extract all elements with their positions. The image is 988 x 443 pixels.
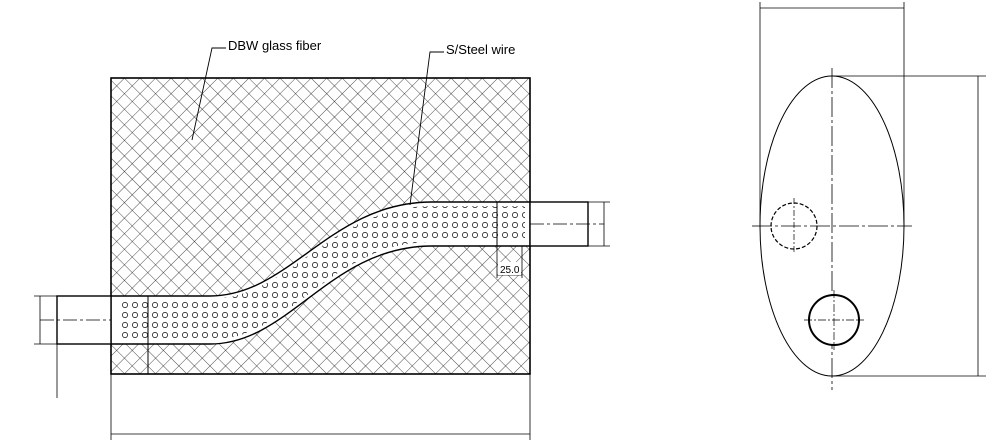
insert-dim-label: 25.0 [500, 265, 520, 276]
front-view: 25.0 DBW glass fiber S/Steel wire [34, 38, 610, 440]
steel-wire-leader [409, 51, 444, 206]
glass-fiber-label: DBW glass fiber [228, 38, 322, 53]
steel-wire-dots [120, 206, 525, 340]
steel-wire-label: S/Steel wire [446, 42, 515, 57]
side-view [752, 2, 986, 390]
hidden-hole-circle [770, 202, 818, 250]
glass-fiber-leader [191, 47, 226, 141]
